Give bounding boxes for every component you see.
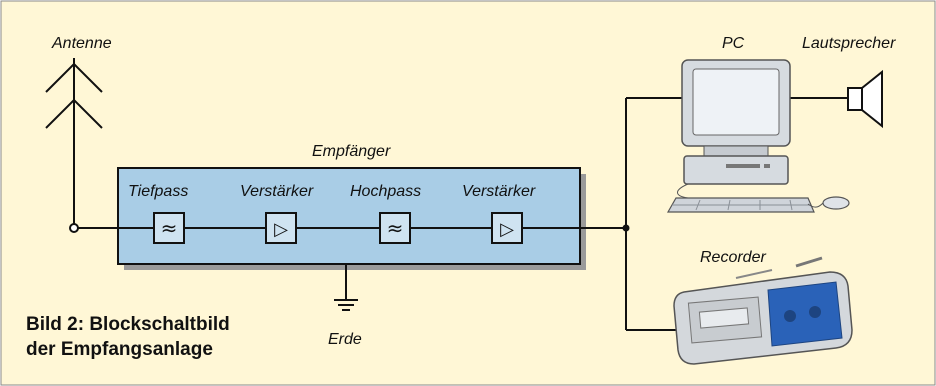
- highpass-block: [379, 212, 411, 244]
- pc-icon: [666, 59, 850, 213]
- antenna-symbol: [45, 58, 103, 228]
- pc-label: PC: [722, 35, 745, 52]
- highpass-symbol: ≈: [387, 216, 404, 240]
- antenna-label: Antenne: [51, 35, 112, 52]
- highpass-label: Hochpass: [350, 183, 421, 200]
- earth-label: Erde: [328, 331, 362, 348]
- amplifier1-symbol: ▷: [274, 219, 288, 240]
- amplifier2-block: [491, 212, 523, 244]
- input-terminal: [69, 223, 79, 233]
- earth-symbol: [334, 264, 358, 311]
- caption-line-2: der Empfangsanlage: [26, 339, 213, 360]
- output-junction: [622, 224, 630, 232]
- speaker-icon: [847, 69, 883, 129]
- amplifier2-label: Verstärker: [462, 183, 536, 200]
- lowpass-block: [153, 212, 185, 244]
- lowpass-label: Tiefpass: [128, 183, 188, 200]
- recorder-label: Recorder: [700, 249, 766, 266]
- caption-line-1: Bild 2: Blockschaltbild: [26, 314, 230, 335]
- amplifier1-label: Verstärker: [240, 183, 314, 200]
- amplifier1-block: [265, 212, 297, 244]
- receiver-label: Empfänger: [312, 143, 391, 160]
- lowpass-symbol: ≈: [161, 216, 178, 240]
- amplifier2-symbol: ▷: [500, 219, 514, 240]
- recorder-icon: [673, 256, 853, 365]
- speaker-label: Lautsprecher: [802, 35, 896, 52]
